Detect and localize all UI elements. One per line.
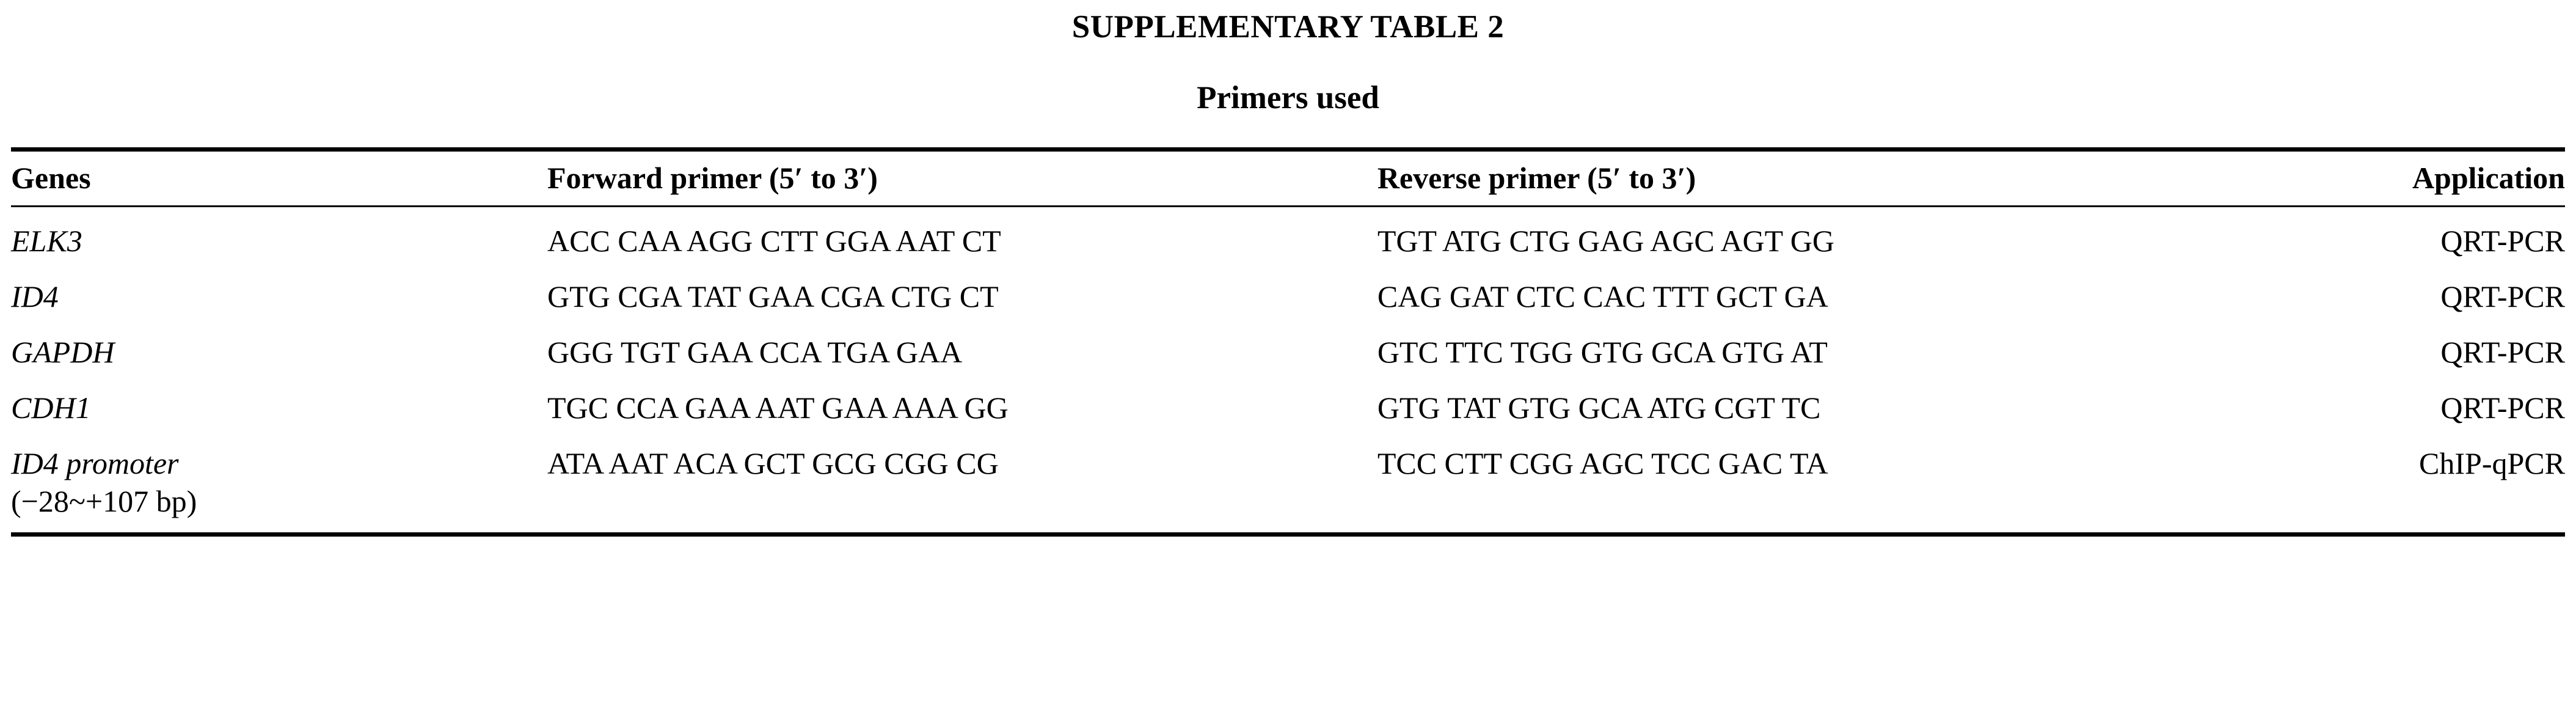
column-header-forward-primer: Forward primer (5′ to 3′) (547, 161, 878, 195)
page-subtitle: Primers used (1197, 80, 1379, 116)
cell-forward-primer: ACC CAA AGG CTT GGA AAT CT (547, 224, 1001, 258)
cell-gene-name: ID4 promoter (11, 446, 179, 480)
table-row: CDH1 TGC CCA GAA AAT GAA AAA GG GTG TAT … (11, 380, 2565, 435)
cell-forward-primer: TGC CCA GAA AAT GAA AAA GG (547, 391, 1009, 425)
cell-application: QRT-PCR (2440, 391, 2565, 425)
cell-forward-primer: GTG CGA TAT GAA CGA CTG CT (547, 279, 999, 314)
cell-application: ChIP-qPCR (2419, 446, 2565, 480)
table-container: Genes Forward primer (5′ to 3′) Reverse … (0, 147, 2576, 537)
cell-gene-region: (−28~+107 bp) (11, 484, 197, 518)
cell-application: QRT-PCR (2440, 224, 2565, 258)
table-row: GAPDH GGG TGT GAA CCA TGA GAA GTC TTC TG… (11, 324, 2565, 380)
cell-gene: ELK3 (11, 224, 82, 258)
cell-forward-primer: ATA AAT ACA GCT GCG CGG CG (547, 446, 999, 480)
cell-forward-primer: GGG TGT GAA CCA TGA GAA (547, 335, 963, 369)
cell-reverse-primer: TCC CTT CGG AGC TCC GAC TA (1377, 446, 1828, 480)
cell-gene: ID4 (11, 279, 59, 314)
cell-application: QRT-PCR (2440, 279, 2565, 314)
cell-reverse-primer: GTC TTC TGG GTG GCA GTG AT (1377, 335, 1828, 369)
primers-table: Genes Forward primer (5′ to 3′) Reverse … (11, 147, 2565, 537)
cell-reverse-primer: TGT ATG CTG GAG AGC AGT GG (1377, 224, 1835, 258)
table-header: Genes Forward primer (5′ to 3′) Reverse … (11, 149, 2565, 207)
table-row: ELK3 ACC CAA AGG CTT GGA AAT CT TGT ATG … (11, 207, 2565, 269)
column-header-application: Application (2412, 161, 2565, 195)
cell-gene: ID4 promoter (−28~+107 bp) (11, 435, 547, 535)
cell-reverse-primer: GTG TAT GTG GCA ATG CGT TC (1377, 391, 1821, 425)
column-header-genes: Genes (11, 161, 91, 195)
cell-gene: CDH1 (11, 391, 91, 425)
table-row: ID4 promoter (−28~+107 bp) ATA AAT ACA G… (11, 435, 2565, 535)
column-header-reverse-primer: Reverse primer (5′ to 3′) (1377, 161, 1696, 195)
cell-reverse-primer: CAG GAT CTC CAC TTT GCT GA (1377, 279, 1828, 314)
table-body: ELK3 ACC CAA AGG CTT GGA AAT CT TGT ATG … (11, 207, 2565, 535)
page-title: SUPPLEMENTARY TABLE 2 (1071, 9, 1505, 45)
table-row: ID4 GTG CGA TAT GAA CGA CTG CT CAG GAT C… (11, 268, 2565, 324)
cell-gene: GAPDH (11, 335, 115, 369)
table-header-row: Genes Forward primer (5′ to 3′) Reverse … (11, 149, 2565, 207)
cell-application: QRT-PCR (2440, 335, 2565, 369)
